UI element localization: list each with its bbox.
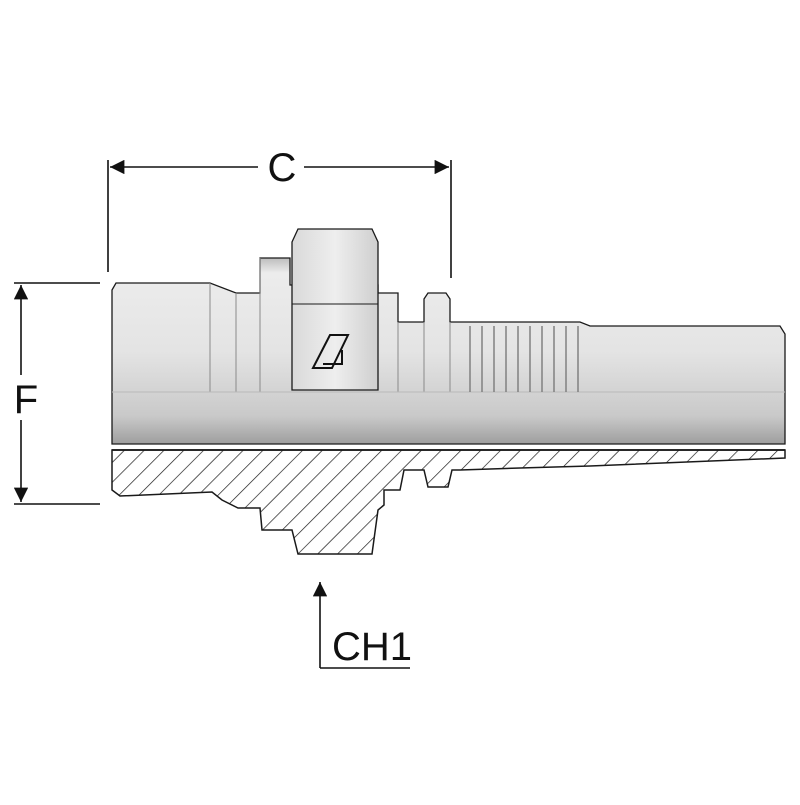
manufacturer-logo-icon xyxy=(311,334,350,369)
section-hatched-area xyxy=(111,449,786,555)
fitting-external-view xyxy=(111,228,786,445)
dimension-c: C xyxy=(107,146,452,278)
fitting-body-silhouette xyxy=(111,257,786,445)
dimension-c-label: C xyxy=(268,146,297,190)
ch1-callout: CH1 xyxy=(312,582,412,669)
dimension-f-label: F xyxy=(14,378,38,422)
hose-tail-ridges xyxy=(469,326,579,392)
ch1-label: CH1 xyxy=(332,625,412,669)
hex-nut xyxy=(291,228,379,391)
dimension-f: F xyxy=(14,282,100,505)
fitting-section-view xyxy=(111,449,786,555)
